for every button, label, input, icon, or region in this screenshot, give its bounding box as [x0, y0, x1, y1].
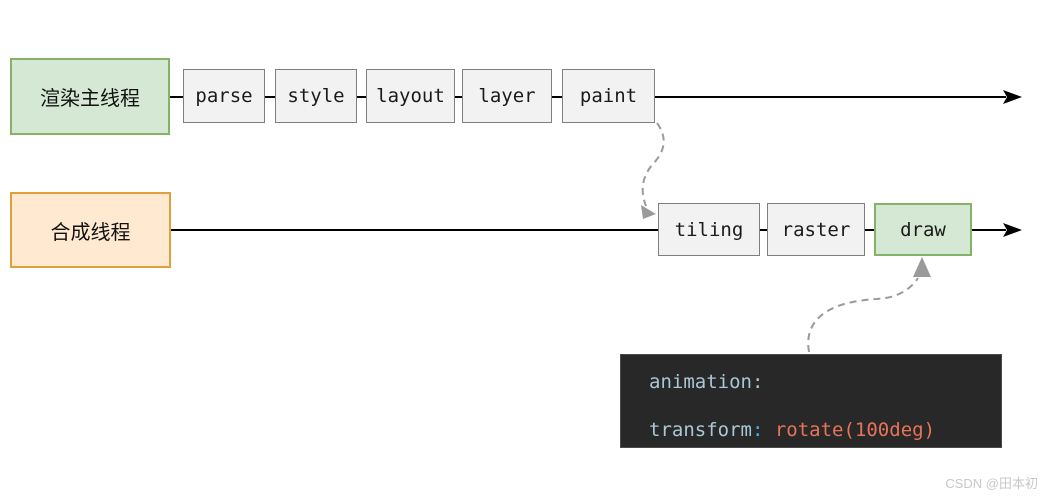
watermark: CSDN @田本初: [945, 476, 1038, 491]
code-colon-transform: :: [751, 419, 764, 441]
step-draw-label: draw: [900, 218, 946, 241]
code-colon-animation: :: [751, 371, 764, 393]
step-layer-label: layer: [478, 85, 536, 107]
step-paint: paint: [562, 69, 655, 123]
step-style: style: [275, 69, 357, 123]
main-thread-label-box: 渲染主线程: [10, 58, 170, 135]
code-property-transform: transform: [649, 419, 752, 441]
code-to-draw-arrowhead-icon: [913, 257, 931, 277]
code-line-transform: transform: rotate(100deg): [649, 419, 1001, 441]
code-line-animation: animation:: [649, 371, 1001, 393]
step-parse-label: parse: [195, 85, 253, 107]
step-layout: layout: [366, 69, 455, 123]
compositor-thread-arrowhead-icon: [1003, 223, 1022, 237]
paint-to-tiling-connector: [641, 122, 665, 207]
step-raster: raster: [767, 203, 865, 256]
step-style-label: style: [287, 85, 345, 107]
code-value-rotate: rotate(100deg): [774, 419, 936, 441]
step-draw: draw: [874, 203, 972, 256]
code-space: [763, 419, 774, 441]
step-parse: parse: [183, 69, 265, 123]
step-tiling: tiling: [658, 203, 760, 256]
step-raster-label: raster: [781, 218, 851, 241]
code-to-draw-connector: [807, 277, 919, 353]
step-paint-label: paint: [579, 85, 638, 107]
code-property-animation: animation: [649, 371, 752, 393]
step-layout-label: layout: [376, 85, 445, 107]
css-code-block: animation: transform: rotate(100deg): [620, 354, 1002, 448]
main-thread-label: 渲染主线程: [40, 88, 140, 110]
paint-to-tiling-arrowhead-icon: [641, 205, 656, 219]
compositor-thread-label-box: 合成线程: [10, 192, 171, 268]
compositor-thread-label: 合成线程: [50, 221, 131, 244]
step-layer: layer: [462, 69, 552, 123]
main-thread-arrowhead-icon: [1003, 90, 1022, 104]
step-tiling-label: tiling: [674, 218, 744, 241]
